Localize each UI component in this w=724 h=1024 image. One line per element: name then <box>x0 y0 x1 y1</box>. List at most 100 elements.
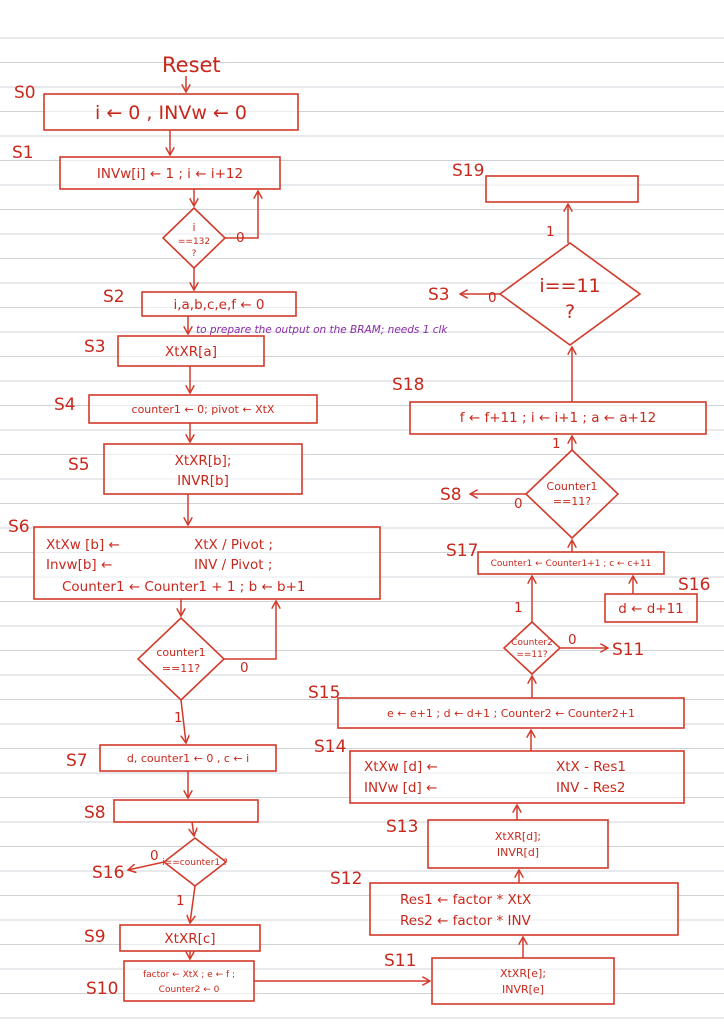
state-s4-box <box>88 394 318 424</box>
edge-label-d3-yes: 1 <box>176 893 185 909</box>
state-s6-line1a: XtXw [b] ← <box>46 537 120 553</box>
state-s15-box <box>337 697 685 729</box>
decision-counter1-right-line1: Counter1 <box>547 480 598 493</box>
state-s6-line3: Counter1 ← Counter1 + 1 ; b ← b+1 <box>62 579 306 595</box>
edge-label-d6-no: 0 <box>488 290 497 306</box>
state-label-s2: S2 <box>103 287 125 307</box>
state-s13-box <box>427 819 609 869</box>
state-s6-box <box>33 526 381 600</box>
state-label-s1: S1 <box>12 143 34 163</box>
ref-s11-right: S11 <box>612 640 644 660</box>
state-s13-line2: INVR[d] <box>497 846 539 859</box>
state-s12-line1: Res1 ← factor * XtX <box>400 892 531 908</box>
edge-label-d2-yes: 1 <box>174 710 183 726</box>
state-s14-line1a: XtXw [d] ← <box>364 759 438 775</box>
state-s2-text: i,a,b,c,e,f ← 0 <box>173 297 264 313</box>
ref-s8-right: S8 <box>440 485 462 505</box>
state-s14-line1b: XtX - Res1 <box>556 759 626 775</box>
state-s5-line2: INVR[b] <box>177 473 229 489</box>
state-label-s5: S5 <box>68 455 90 475</box>
state-s7-text: d, counter1 ← 0 , c ← i <box>127 752 249 765</box>
state-s14-line2a: INVw [d] ← <box>364 780 437 796</box>
edge-d2-to-s7 <box>180 699 186 743</box>
edge-d1-loop-back <box>225 191 258 239</box>
state-s0-box <box>43 93 299 131</box>
decision-i-eq-11 <box>498 242 642 346</box>
state-s3-text: XtXR[a] <box>165 344 217 360</box>
state-s8-box <box>113 799 259 823</box>
state-label-s19: S19 <box>452 161 484 181</box>
decision-i-eq-11-line1: i==11 <box>539 275 600 297</box>
state-s1-box <box>59 156 281 190</box>
reset-label: Reset <box>162 53 221 77</box>
state-s13-line1: XtXR[d]; <box>495 830 541 843</box>
state-s16-right-box <box>604 593 698 623</box>
state-s12-box <box>369 882 679 936</box>
state-s5-line1: XtXR[b]; <box>175 453 232 469</box>
state-s1-text: INVw[i] ← 1 ; i ← i+12 <box>97 166 243 182</box>
state-s18-text: f ← f+11 ; i ← i+1 ; a ← a+12 <box>460 410 656 426</box>
state-s3-box <box>117 335 265 367</box>
decision-counter1-right-line2: ==11? <box>553 495 591 508</box>
decision-counter2-line1: Counter2 <box>511 638 553 648</box>
state-s16-right-text: d ← d+11 <box>618 601 684 617</box>
state-label-s11: S11 <box>384 951 416 971</box>
state-label-s17: S17 <box>446 541 478 561</box>
state-s11-box <box>431 957 615 1005</box>
state-label-s14: S14 <box>314 737 346 757</box>
state-s10-box <box>123 960 255 1002</box>
state-label-s16: S16 <box>92 863 124 883</box>
state-s19-box <box>485 175 639 203</box>
edge-label-d1-no: 0 <box>236 230 245 246</box>
state-s5-box <box>103 443 303 495</box>
state-s15-text: e ← e+1 ; d ← d+1 ; Counter2 ← Counter2+… <box>387 707 635 720</box>
state-label-s7: S7 <box>66 751 88 771</box>
edge-label-d2-no: 0 <box>240 660 249 676</box>
state-label-s15: S15 <box>308 683 340 703</box>
state-s14-box <box>349 750 685 804</box>
state-s0-text: i ← 0 , INVw ← 0 <box>95 102 247 124</box>
state-s11-line2: INVR[e] <box>502 983 544 996</box>
edge-label-d5-yes: 1 <box>552 436 561 452</box>
state-label-s16-right: S16 <box>678 575 710 595</box>
state-s12-line2: Res2 ← factor * INV <box>400 913 532 929</box>
state-label-s8: S8 <box>84 803 106 823</box>
state-label-s0: S0 <box>14 83 36 103</box>
ref-s3-right: S3 <box>428 285 450 305</box>
state-s10-line1: factor ← XtX ; e ← f ; <box>143 970 235 980</box>
decision-counter1-eq-11-right <box>524 448 620 540</box>
state-label-s4: S4 <box>54 395 76 415</box>
decision-i-eq-132-line2: ==132 <box>178 237 210 247</box>
state-s7-box <box>99 744 277 772</box>
state-s2-box <box>141 291 297 317</box>
state-s6-line2b: INV / Pivot ; <box>194 557 272 573</box>
state-s4-text: counter1 ← 0; pivot ← XtX <box>132 403 275 416</box>
state-label-s18: S18 <box>392 375 424 395</box>
state-label-s12: S12 <box>330 869 362 889</box>
edge-label-d4-yes: 1 <box>514 600 523 616</box>
edge-label-d5-no: 0 <box>514 496 523 512</box>
state-s11-line1: XtXR[e]; <box>500 967 546 980</box>
edge-s8-to-d3 <box>192 821 194 836</box>
edge-d3-to-s9 <box>190 885 196 923</box>
state-s6-line2a: Invw[b] ← <box>46 557 112 573</box>
state-s6-line1b: XtX / Pivot ; <box>194 537 273 553</box>
bram-note: to prepare the output on the BRAM; needs… <box>196 324 448 336</box>
decision-counter1-eq-11-left <box>136 616 226 702</box>
state-s17-text: Counter1 ← Counter1+1 ; c ← c+11 <box>491 559 652 569</box>
decision-counter1-left-line2: ==11? <box>162 662 200 675</box>
edge-d2-loop-back <box>224 601 276 660</box>
decision-i-eq-132-line3: ? <box>192 249 197 259</box>
decision-counter2-eq-11 <box>502 620 562 676</box>
edge-label-d3-no: 0 <box>150 848 159 864</box>
edge-d3-to-s16 <box>128 861 165 870</box>
decision-counter2-line2: ==11? <box>516 650 548 660</box>
state-s17-box <box>477 551 665 575</box>
edge-label-d4-no: 0 <box>568 632 577 648</box>
decision-i-eq-132-line1: i <box>192 221 195 234</box>
state-label-s3: S3 <box>84 337 106 357</box>
edge-label-d6-yes: 1 <box>546 224 555 240</box>
state-label-s13: S13 <box>386 817 418 837</box>
state-label-s6: S6 <box>8 517 30 537</box>
